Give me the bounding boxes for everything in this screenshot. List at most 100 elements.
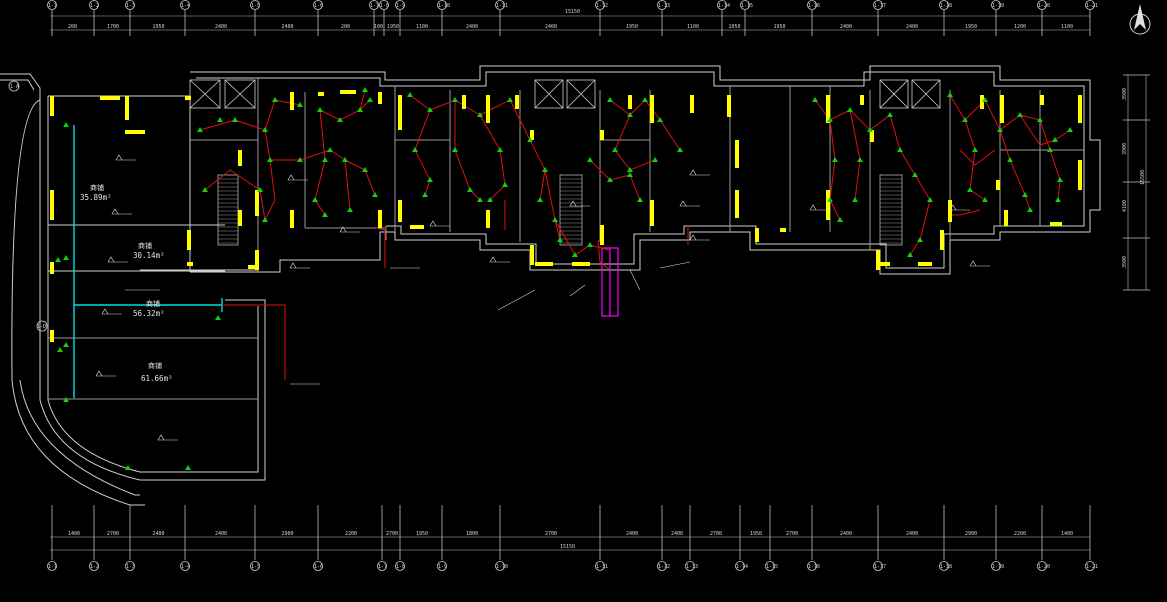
axis-label-bottom: 1-1	[48, 564, 57, 570]
green-device-icon	[867, 127, 873, 132]
axis-bubble-top	[395, 0, 405, 10]
green-device-icon	[367, 97, 373, 102]
axis-bubble-top	[437, 0, 447, 10]
yellow-column	[486, 210, 490, 228]
red-wire	[454, 100, 481, 201]
axis-label-bottom: 1-21	[1086, 564, 1098, 570]
level-mark-icon	[689, 234, 697, 241]
yellow-column	[486, 95, 490, 123]
red-wire	[959, 149, 996, 166]
axis-bubble-top	[369, 0, 379, 10]
axis-label-bottom: 1-20	[1038, 564, 1050, 570]
room-name-4: 商铺	[148, 361, 162, 370]
axis-label-bottom: 1-9	[438, 564, 447, 570]
axis-label-top: 1-2	[90, 3, 99, 9]
yellow-column	[50, 262, 54, 274]
level-mark-icon	[339, 226, 347, 233]
green-device-icon	[342, 157, 348, 162]
dim-text-bottom: 2200	[1014, 531, 1026, 537]
yellow-column	[826, 190, 830, 220]
dim-text-top: 2400	[215, 24, 227, 30]
yellow-column	[1050, 222, 1062, 226]
red-wire	[829, 119, 841, 221]
green-device-icon	[982, 197, 988, 202]
axis-bubble-bottom	[991, 561, 1001, 571]
red-wire	[597, 239, 611, 271]
red-wire	[222, 304, 286, 380]
yellow-column	[600, 130, 604, 140]
red-wire	[344, 159, 351, 211]
green-device-icon	[982, 97, 988, 102]
yellow-column	[572, 262, 590, 266]
green-device-icon	[215, 315, 221, 320]
axis-label-top: 1-9	[396, 3, 405, 9]
green-device-icon	[852, 197, 858, 202]
green-device-icon	[362, 167, 368, 172]
dim-text-top: 2400	[906, 24, 918, 30]
yellow-columns	[50, 90, 1082, 342]
dim-text-top: 2400	[545, 24, 557, 30]
yellow-column	[530, 245, 534, 265]
green-device-icon	[262, 127, 268, 132]
level-mark-icon	[101, 308, 109, 315]
axis-bubble-bottom	[47, 561, 57, 571]
bottom-total-dimension: 15150	[560, 544, 575, 550]
green-device-icon	[1037, 117, 1043, 122]
axis-bubble-bottom	[939, 561, 949, 571]
axis-bubble-bottom	[250, 561, 260, 571]
yellow-column	[50, 96, 54, 116]
red-wire	[889, 114, 931, 201]
green-device-icon	[372, 192, 378, 197]
axis-label-top: 1-13	[658, 3, 670, 9]
axis-bubble-bottom	[89, 561, 99, 571]
yellow-column	[1000, 95, 1004, 123]
dim-text-bottom: 2900	[282, 531, 294, 537]
axis-bubble-left-top	[8, 80, 20, 92]
green-device-icon	[297, 102, 303, 107]
red-wire	[964, 119, 986, 201]
green-device-icon	[1067, 127, 1073, 132]
yellow-column	[940, 230, 944, 250]
dim-text-top: 2400	[840, 24, 852, 30]
green-device-icon	[1047, 147, 1053, 152]
axis-bubble-top	[250, 0, 260, 10]
axis-label-bottom: 1-16	[808, 564, 820, 570]
axis-label-bottom: 1-2	[90, 564, 99, 570]
leader-line	[629, 269, 641, 291]
green-device-icon	[1007, 157, 1013, 162]
level-mark-icon	[569, 200, 577, 207]
dim-text-top: 2400	[282, 24, 294, 30]
axis-label-bottom: 1-18	[940, 564, 952, 570]
yellow-column	[378, 92, 382, 104]
green-device-icon	[642, 97, 648, 102]
axis-label-top: 1-16	[808, 3, 820, 9]
level-mark-icon	[489, 256, 497, 263]
green-device-icon	[362, 87, 368, 92]
axis-label-bottom: 1-3	[126, 564, 135, 570]
top-total-dimension: 15150	[565, 9, 580, 15]
dim-text-top: 1950	[153, 24, 165, 30]
green-device-icon	[63, 397, 69, 402]
axis-bubble-bottom	[807, 561, 817, 571]
green-device-icon	[837, 217, 843, 222]
level-mark-icon	[287, 174, 295, 181]
axis-label-bottom: 1-15	[766, 564, 778, 570]
dim-text-bottom: 2700	[786, 531, 798, 537]
yellow-column	[735, 190, 739, 218]
red-wire	[264, 159, 276, 221]
green-device-icon	[587, 242, 593, 247]
red-wire	[359, 89, 366, 111]
green-device-icon	[527, 137, 533, 142]
dim-text-bottom: 2400	[906, 531, 918, 537]
yellow-column	[628, 95, 632, 109]
level-mark-icon	[809, 204, 817, 211]
red-wire	[849, 109, 861, 201]
red-wire	[409, 94, 511, 116]
axis-bubble-bottom	[595, 561, 605, 571]
dim-text-bottom: 2200	[345, 531, 357, 537]
yellow-column	[248, 265, 258, 269]
green-device-icon	[502, 182, 508, 187]
axis-bubble-top	[595, 0, 605, 10]
staircases	[217, 174, 903, 246]
dim-text-top: 100	[374, 24, 383, 30]
